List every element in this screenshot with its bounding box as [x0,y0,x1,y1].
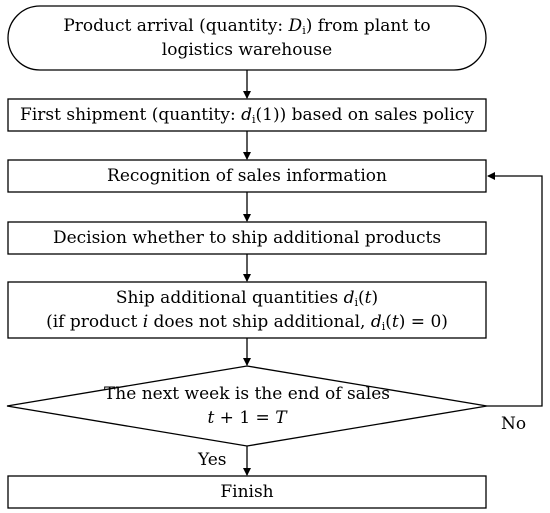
recognition-box [7,159,487,193]
diamond-mid: + 1 = [214,408,276,428]
ship-l2-a: (if product [46,312,143,332]
diamond-T: T [275,408,287,428]
first-var-d: d [241,105,252,125]
first-text-a: First shipment (quantity: [20,105,242,125]
finish-box [7,475,487,509]
no-label: No [501,414,527,434]
first-shipment-text: First shipment (quantity: di(1)) based o… [8,99,486,131]
ship-l2-t: t [391,312,399,332]
ship-l1-var-d: d [343,288,355,308]
ship-l2-i: i [142,312,149,332]
ship-l1-a: Ship additional quantities [115,288,344,308]
start-text-b: ) from plant to [305,16,431,36]
start-text-line2: logistics warehouse [161,40,333,60]
ship-l2-b: does not ship additional, [148,312,371,332]
diamond-line1: The next week is the end of sales [103,384,391,404]
no-loop-connector [487,172,543,407]
ship-l2-var-d: d [370,312,382,332]
start-terminal-text: Product arrival (quantity: Di) from plan… [8,6,486,70]
finish-text: Finish [8,476,486,508]
recognition-label: Recognition of sales information [107,166,387,186]
ship-l1-sub-i: i [354,296,359,309]
decision-label: Decision whether to ship additional prod… [52,228,442,248]
first-sub-i: i [252,113,256,126]
decision-box [7,221,487,255]
finish-label: Finish [220,482,274,502]
start-sub-i: i [302,24,306,37]
ship-additional-text: Ship additional quantities di(t) (if pro… [46,288,448,333]
ship-l2-sub-i: i [381,320,386,333]
start-var-D: D [288,16,303,36]
end-of-sales-text: The next week is the end of sales t + 1 … [67,382,427,430]
diamond-t: t [207,408,215,428]
recognition-text: Recognition of sales information [8,160,486,192]
start-text-a: Product arrival (quantity: [63,16,289,36]
first-text-b: (1)) based on sales policy [255,105,474,125]
first-shipment-box [7,98,487,132]
decision-text: Decision whether to ship additional prod… [8,222,486,254]
ship-l2-c: = 0) [405,312,448,332]
yes-label: Yes [198,450,227,470]
ship-l1-t: t [364,288,372,308]
